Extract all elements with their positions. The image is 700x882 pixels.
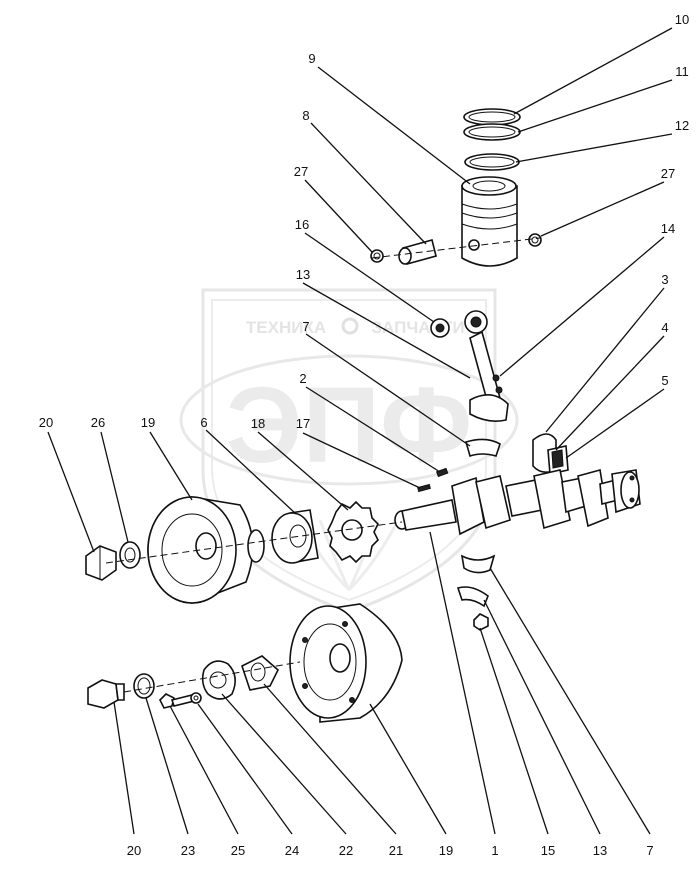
callout-20-left: 20: [39, 415, 53, 430]
callout-5: 5: [661, 373, 668, 388]
callout-17: 17: [296, 416, 310, 431]
lock-plate: [201, 660, 236, 700]
washer: [119, 541, 141, 569]
callout-11: 11: [675, 64, 689, 79]
piston-pin: [398, 239, 437, 265]
callout-bottom-19: 19: [439, 843, 453, 858]
callout-13-top: 13: [296, 267, 310, 282]
pulley: [147, 496, 265, 605]
callout-3: 3: [661, 272, 668, 287]
small-key: [417, 483, 431, 493]
leader-lines: [47, 27, 673, 835]
callout-bottom-13: 13: [593, 843, 607, 858]
callout-bottom-24: 24: [285, 843, 299, 858]
flywheel-housing: [289, 603, 403, 723]
callout-bottom-25: 25: [231, 843, 245, 858]
callout-27-left: 27: [294, 164, 308, 179]
watermark-monogram: ЭПФ: [226, 364, 473, 485]
woodruff-key: [435, 467, 449, 478]
end-plug: [87, 679, 125, 709]
callout-16: 16: [295, 217, 309, 232]
circlip-left: [370, 249, 384, 263]
callout-bottom-1: 1: [491, 843, 498, 858]
callout-14: 14: [661, 221, 675, 236]
callout-6: 6: [200, 415, 207, 430]
callout-9: 9: [308, 51, 315, 66]
circlip-right: [528, 233, 542, 247]
seal-ring: [133, 673, 155, 699]
watermark-brand-left: ТЕХНИКА: [246, 318, 326, 337]
callout-bottom-15: 15: [541, 843, 555, 858]
callout-19-left: 19: [141, 415, 155, 430]
piston-rings: [463, 108, 521, 171]
callout-bottom-7: 7: [646, 843, 653, 858]
callout-12: 12: [675, 118, 689, 133]
piston: [461, 176, 518, 267]
connecting-rod: [430, 310, 509, 422]
small-washer: [190, 692, 202, 704]
callout-7-top: 7: [302, 319, 309, 334]
callout-labels: 10 11 12 9 8 27 27 16 14 13 3 7 4 2 5 20…: [39, 12, 689, 858]
callout-bottom-21: 21: [389, 843, 403, 858]
sleeve-bushing: [241, 655, 279, 691]
callout-8: 8: [302, 108, 309, 123]
timing-gear: [327, 500, 379, 564]
rod-nut: [473, 613, 489, 631]
crankshaft: [394, 468, 641, 536]
callout-2: 2: [299, 371, 306, 386]
callout-bottom-22: 22: [339, 843, 353, 858]
callout-18: 18: [251, 416, 265, 431]
callout-27-right: 27: [661, 166, 675, 181]
thrust-washer: [532, 433, 569, 475]
gear-icon: [341, 317, 359, 335]
callout-4: 4: [661, 320, 668, 335]
callout-26: 26: [91, 415, 105, 430]
bearing-shell-lower: [460, 554, 496, 574]
nut: [85, 545, 117, 581]
rod-cap: [456, 586, 489, 608]
bearing-shell-upper: [465, 438, 501, 458]
callout-bottom-20: 20: [127, 843, 141, 858]
callout-10: 10: [675, 12, 689, 27]
watermark-brand-right: ЗАПЧАСТИ: [371, 318, 464, 337]
callout-bottom-23: 23: [181, 843, 195, 858]
